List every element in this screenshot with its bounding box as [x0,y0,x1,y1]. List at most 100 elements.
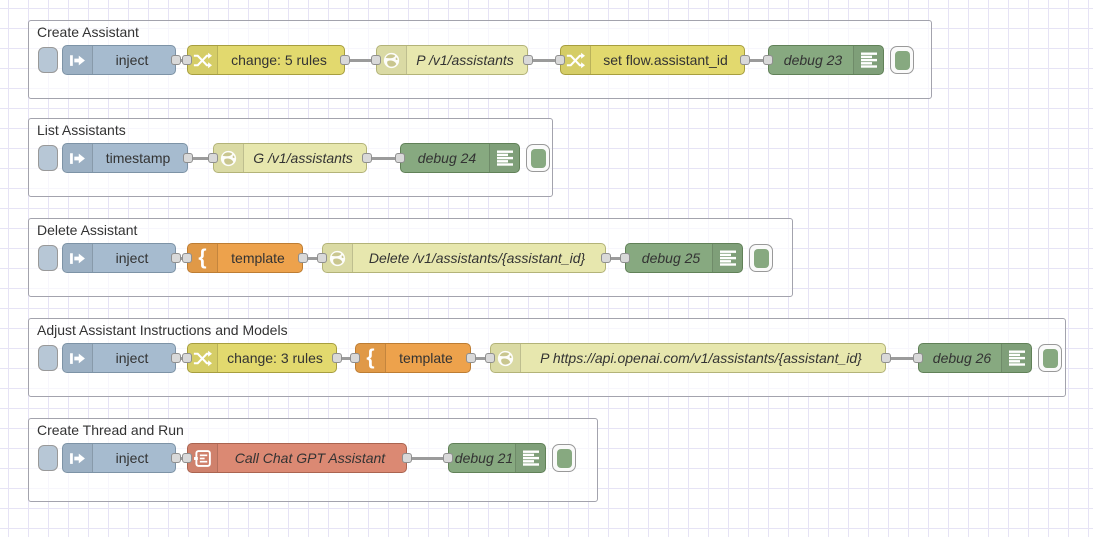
node-http[interactable]: Delete /v1/assistants/{assistant_id} [322,243,606,273]
input-port[interactable] [182,55,192,65]
node-http[interactable]: P https://api.openai.com/v1/assistants/{… [490,343,886,373]
node-change[interactable]: change: 3 rules [187,343,337,373]
node-label: Delete /v1/assistants/{assistant_id} [368,250,586,266]
input-port[interactable] [443,453,453,463]
output-port[interactable] [298,253,308,263]
inject-arrow-icon [69,450,86,467]
subflow-icon [193,449,212,468]
input-port[interactable] [182,353,192,363]
output-port[interactable] [740,55,750,65]
node-subflow[interactable]: Call Chat GPT Assistant [187,443,407,473]
wire[interactable] [176,456,187,460]
input-port[interactable] [485,353,495,363]
node-debug[interactable]: debug 24 [400,143,520,173]
node-debug[interactable]: debug 26 [918,343,1032,373]
debug-toggle-button[interactable] [1038,344,1062,372]
debug-toggle-button[interactable] [526,144,550,172]
wire[interactable] [188,156,213,160]
node-icon-strip [188,444,218,472]
output-port[interactable] [523,55,533,65]
node-http[interactable]: P /v1/assistants [376,45,528,75]
output-port[interactable] [402,453,412,463]
wire[interactable] [345,58,376,62]
debug-toggle-button[interactable] [890,46,914,74]
inject-arrow-icon [69,150,86,167]
node-template[interactable]: {template [355,343,471,373]
input-port[interactable] [317,253,327,263]
node-icon-strip [188,344,218,372]
input-port[interactable] [555,55,565,65]
input-port[interactable] [763,55,773,65]
node-icon-strip [63,46,93,74]
group-label: List Assistants [37,122,126,138]
wire[interactable] [337,356,355,360]
output-port[interactable] [171,55,181,65]
wire[interactable] [367,156,400,160]
input-port[interactable] [620,253,630,263]
output-port[interactable] [466,353,476,363]
node-http[interactable]: G /v1/assistants [213,143,367,173]
node-label: debug 26 [932,350,992,366]
input-port[interactable] [913,353,923,363]
wire[interactable] [528,58,560,62]
node-debug[interactable]: debug 25 [625,243,743,273]
node-inject[interactable]: timestamp [62,143,188,173]
node-label: change: 5 rules [231,52,327,68]
node-inject[interactable]: inject [62,243,176,273]
globe-icon [383,52,400,69]
inject-button[interactable] [38,145,58,171]
output-port[interactable] [171,353,181,363]
inject-arrow-icon [69,52,86,69]
node-label: change: 3 rules [227,350,323,366]
debug-toggle-button[interactable] [552,444,576,472]
inject-button[interactable] [38,345,58,371]
wire[interactable] [606,256,625,260]
node-debug[interactable]: debug 23 [768,45,884,75]
list-icon [496,150,514,166]
group-label: Create Thread and Run [37,422,184,438]
node-label: Call Chat GPT Assistant [234,450,386,466]
node-label: inject [115,350,149,366]
wire[interactable] [407,456,448,460]
shuffle-icon [193,52,212,69]
node-debug[interactable]: debug 21 [448,443,546,473]
input-port[interactable] [350,353,360,363]
output-port[interactable] [171,453,181,463]
node-icon-strip [489,144,519,172]
input-port[interactable] [208,153,218,163]
wire[interactable] [303,256,322,260]
output-port[interactable] [340,55,350,65]
node-label: inject [115,450,149,466]
input-port[interactable] [182,253,192,263]
node-inject[interactable]: inject [62,443,176,473]
inject-arrow-icon [69,350,86,367]
output-port[interactable] [362,153,372,163]
inject-button[interactable] [38,245,58,271]
output-port[interactable] [171,253,181,263]
node-template[interactable]: {template [187,243,303,273]
output-port[interactable] [601,253,611,263]
wire[interactable] [745,58,768,62]
node-icon-strip [515,444,545,472]
output-port[interactable] [183,153,193,163]
globe-icon [497,350,514,367]
wire[interactable] [471,356,490,360]
input-port[interactable] [395,153,405,163]
debug-toggle-button[interactable] [749,244,773,272]
node-change[interactable]: set flow.assistant_id [560,45,745,75]
wire[interactable] [176,58,187,62]
wire[interactable] [176,356,187,360]
node-inject[interactable]: inject [62,45,176,75]
input-port[interactable] [182,453,192,463]
wire[interactable] [886,356,918,360]
inject-button[interactable] [38,445,58,471]
input-port[interactable] [371,55,381,65]
node-inject[interactable]: inject [62,343,176,373]
output-port[interactable] [881,353,891,363]
inject-button[interactable] [38,47,58,73]
node-icon-strip [63,144,93,172]
wire[interactable] [176,256,187,260]
node-change[interactable]: change: 5 rules [187,45,345,75]
output-port[interactable] [332,353,342,363]
